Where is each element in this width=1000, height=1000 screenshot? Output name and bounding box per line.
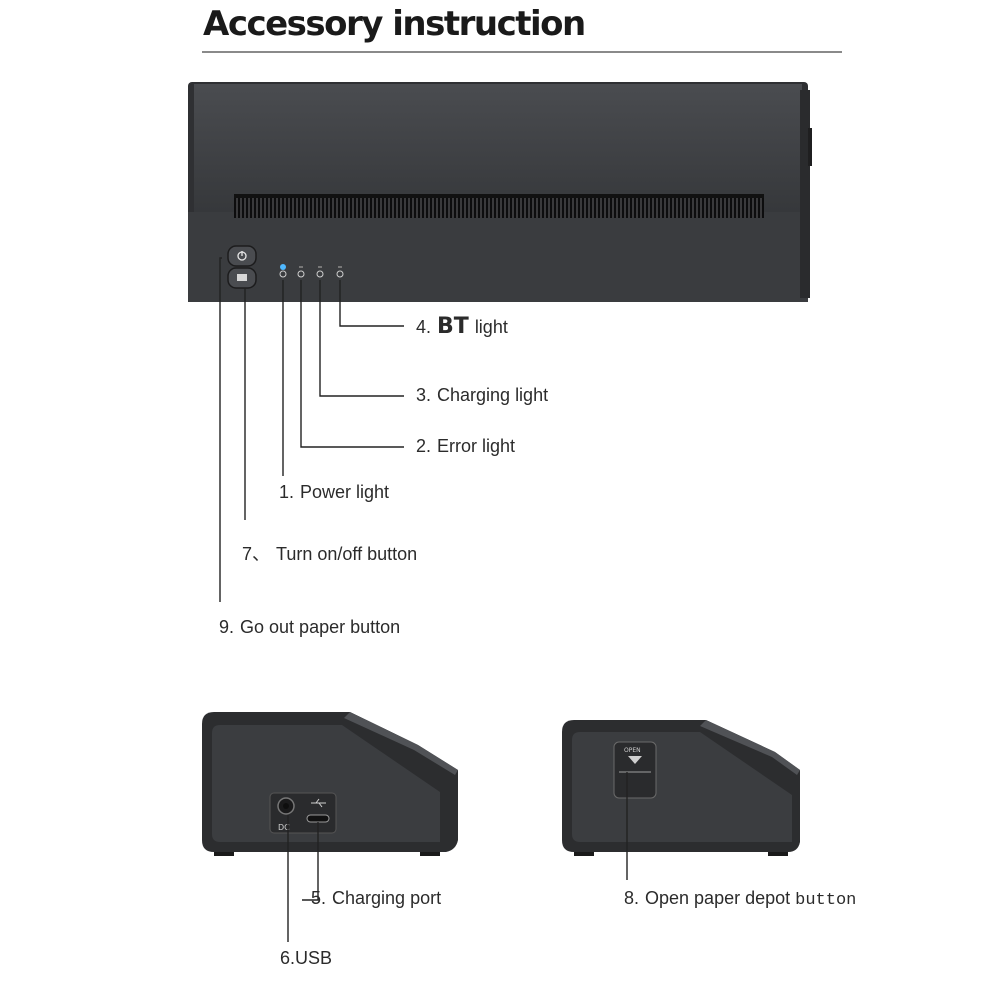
leader-lines-front xyxy=(219,257,404,602)
bt-light-label: 4.BT light xyxy=(416,314,508,339)
printer-side-view-right: OPEN xyxy=(562,720,800,856)
open-label: OPEN xyxy=(624,747,641,754)
paper-slot xyxy=(234,196,764,218)
dc-label: DC xyxy=(278,823,290,832)
bt-led-icon xyxy=(336,270,344,278)
go-out-paper-label: 9.Go out paper button xyxy=(219,617,401,637)
error-light-label: 2.Error light xyxy=(416,436,516,456)
title-divider xyxy=(202,51,842,53)
power-led-icon xyxy=(280,264,286,270)
turn-on-off-label: 7、Turn on/off button xyxy=(242,544,418,564)
paper-feed-icon xyxy=(237,274,247,281)
page-title: Accessory instruction xyxy=(203,4,586,44)
leader-lines-side xyxy=(287,772,628,942)
power-light-label: 1.Power light xyxy=(279,482,390,502)
printer-side-view-left: DC xyxy=(202,712,458,856)
open-paper-depot-label: 8.Open paper depot button xyxy=(624,888,857,910)
usb-icon xyxy=(311,798,326,808)
error-led-icon xyxy=(297,270,305,278)
usb-label: 6.USB xyxy=(280,948,333,968)
open-depot-button xyxy=(613,741,657,799)
charging-light-label: 3.Charging light xyxy=(416,385,549,405)
charging-port-label: 5.Charging port xyxy=(311,888,442,908)
open-arrow-icon xyxy=(628,756,642,764)
charging-led-icon xyxy=(316,270,324,278)
printer-front-view xyxy=(188,82,812,302)
